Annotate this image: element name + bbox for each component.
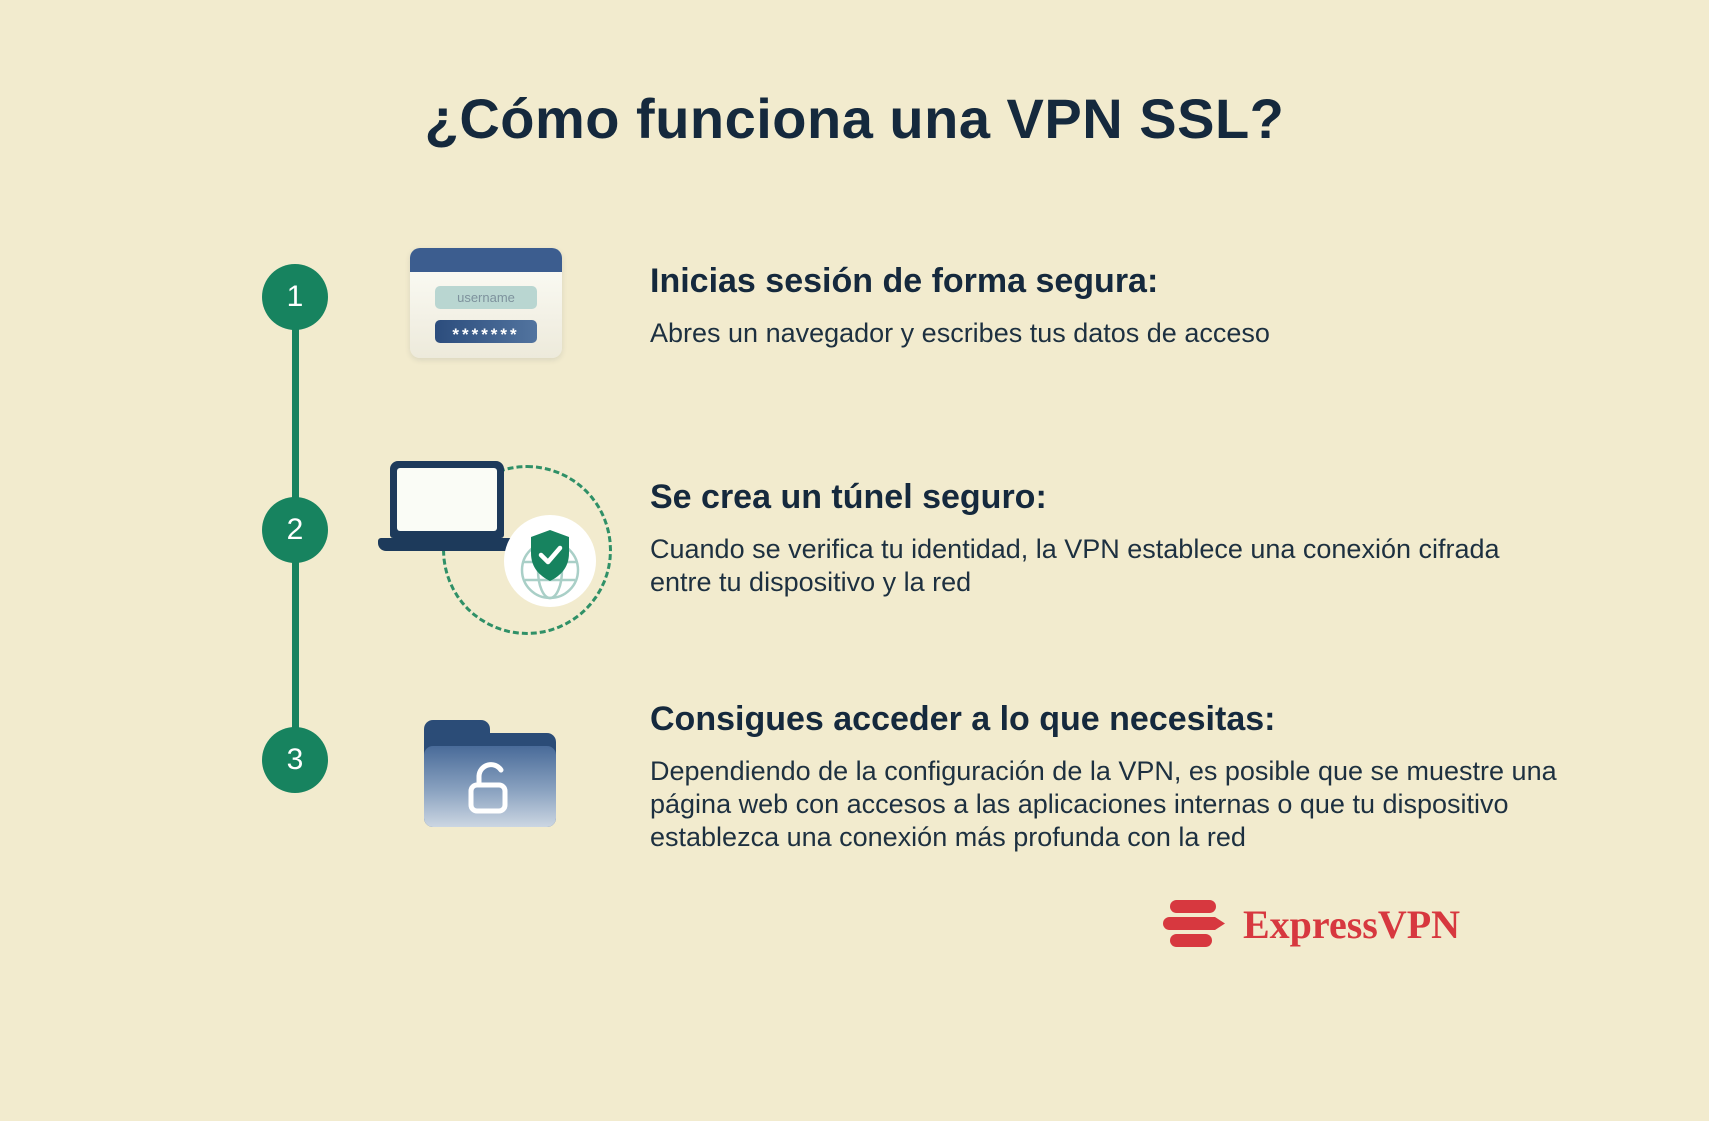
shield-globe-icon [503,514,597,613]
login-form-icon: username ******* [410,248,562,358]
folder-unlocked-icon [424,720,556,827]
password-field: ******* [435,320,537,344]
step-1-description: Abres un navegador y escribes tus datos … [650,318,1270,348]
step-1-badge: 1 [262,264,328,330]
open-padlock-icon [468,761,508,813]
step-3-badge: 3 [262,727,328,793]
step-2-heading: Se crea un túnel seguro: [650,478,1047,516]
step-1-text: Inicias sesión de forma segura: Abres un… [650,262,1410,350]
page-title: ¿Cómo funciona una VPN SSL? [424,87,1285,150]
laptop-screen [397,468,497,531]
laptop-icon [390,461,504,538]
step-3-text: Consigues acceder a lo que necesitas: De… [650,700,1600,854]
step-2-description: Cuando se verifica tu identidad, la VPN … [650,534,1500,597]
brand-logo: ExpressVPN [1163,900,1460,948]
step-2-text: Se crea un túnel seguro: Cuando se verif… [650,478,1530,599]
step-3-heading: Consigues acceder a lo que necesitas: [650,700,1276,738]
folder-front [424,746,556,827]
laptop-base [378,538,514,551]
brand-wordmark: ExpressVPN [1243,901,1461,947]
expressvpn-logo-icon [1163,900,1225,947]
browser-titlebar [410,248,562,272]
step-2-badge: 2 [262,497,328,563]
step-3-description: Dependiendo de la configuración de la VP… [650,756,1557,852]
step-1-heading: Inicias sesión de forma segura: [650,262,1159,300]
username-field: username [435,286,537,309]
